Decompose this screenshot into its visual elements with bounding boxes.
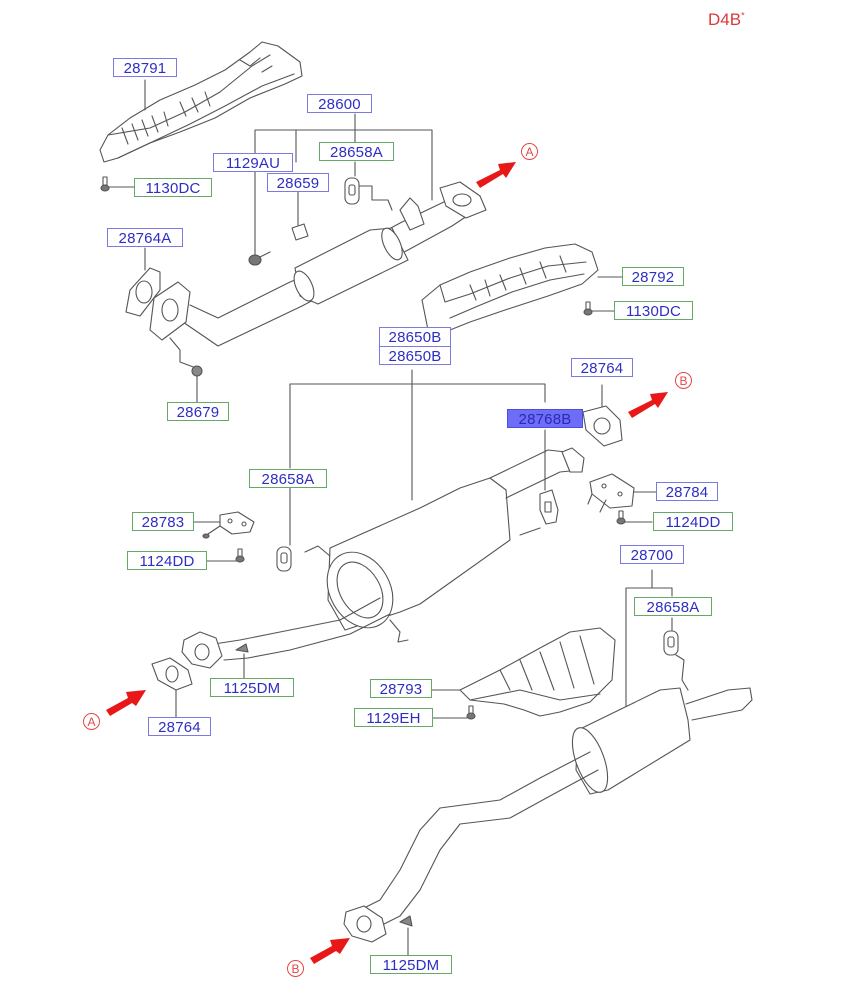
center-muffler-part (181, 447, 585, 669)
arrow-b-bottom (310, 938, 350, 964)
arrow-b-top (628, 392, 668, 418)
bolt-rear-shield-part (466, 705, 476, 720)
part-label-28650b-1[interactable]: 28650B (379, 327, 451, 346)
bolt-center-shield-part (583, 301, 593, 316)
part-label-28700[interactable]: 28700 (620, 545, 684, 564)
part-label-28793[interactable]: 28793 (370, 679, 432, 698)
front-pipe-part (149, 181, 487, 369)
rubber-hanger-part (539, 489, 559, 525)
part-label-28679[interactable]: 28679 (167, 402, 229, 421)
part-label-1130dc-front[interactable]: 1130DC (134, 178, 212, 197)
front-spacer-part (291, 223, 309, 241)
front-bolt-part (248, 251, 271, 266)
front-gasket-part (125, 267, 161, 317)
part-label-28764-a[interactable]: 28764 (148, 717, 211, 736)
part-label-1125dm-rear[interactable]: 1125DM (370, 955, 452, 974)
center-gasket-b-part (582, 405, 623, 447)
leader-28700 (625, 569, 673, 723)
part-label-1129au[interactable]: 1129AU (213, 153, 293, 172)
reference-b-top: B (675, 372, 692, 389)
bolt-front-shield-part (100, 176, 110, 192)
part-label-28650b-2[interactable]: 28650B (379, 346, 451, 365)
center-gasket-a-part (151, 657, 193, 691)
leader-28650b (289, 369, 546, 501)
arrow-a-bottom (106, 690, 146, 716)
part-label-28658a-front[interactable]: 28658A (319, 142, 394, 161)
part-label-28768b-highlighted[interactable]: 28768B (507, 409, 583, 428)
reference-a-top: A (521, 143, 538, 160)
bolt-bracket-front-part (235, 548, 245, 563)
front-nut-part (191, 365, 203, 377)
part-label-28659[interactable]: 28659 (267, 173, 329, 192)
heat-shield-rear-part (459, 627, 616, 717)
part-label-1129eh[interactable]: 1129EH (354, 708, 433, 727)
part-label-28783[interactable]: 28783 (132, 512, 194, 531)
part-label-28791[interactable]: 28791 (113, 58, 177, 77)
diagram-code-text: D4B (708, 10, 742, 29)
reference-a-bottom: A (83, 713, 100, 730)
part-label-28658a-center[interactable]: 28658A (249, 469, 327, 488)
front-hanger-part (344, 177, 393, 211)
part-label-1130dc-center[interactable]: 1130DC (614, 301, 693, 320)
part-label-1124dd-rear[interactable]: 1124DD (653, 512, 733, 531)
heat-shield-center-part (421, 243, 599, 335)
part-label-28784[interactable]: 28784 (656, 482, 718, 501)
part-label-28764a[interactable]: 28764A (107, 228, 183, 247)
heat-shield-front-part (99, 41, 303, 163)
part-label-1124dd-front[interactable]: 1124DD (127, 551, 207, 570)
arrow-a-top (476, 162, 516, 188)
part-label-28792[interactable]: 28792 (622, 267, 684, 286)
bracket-front-part (202, 511, 255, 539)
part-label-28658a-rear[interactable]: 28658A (634, 597, 712, 616)
center-hanger-part (276, 546, 292, 572)
reference-b-bottom: B (287, 960, 304, 977)
diagram-code: D4B* (708, 10, 745, 30)
part-label-28600[interactable]: 28600 (307, 94, 372, 113)
part-label-28764-b[interactable]: 28764 (571, 358, 633, 377)
bracket-rear-part (587, 473, 635, 513)
part-label-1125dm-center[interactable]: 1125DM (210, 678, 294, 697)
leader-28600 (254, 113, 433, 259)
rear-hanger-part (663, 630, 689, 691)
rear-muffler-part (343, 687, 753, 943)
diagram-code-mark: * (741, 10, 745, 21)
bolt-bracket-rear-part (616, 510, 626, 525)
